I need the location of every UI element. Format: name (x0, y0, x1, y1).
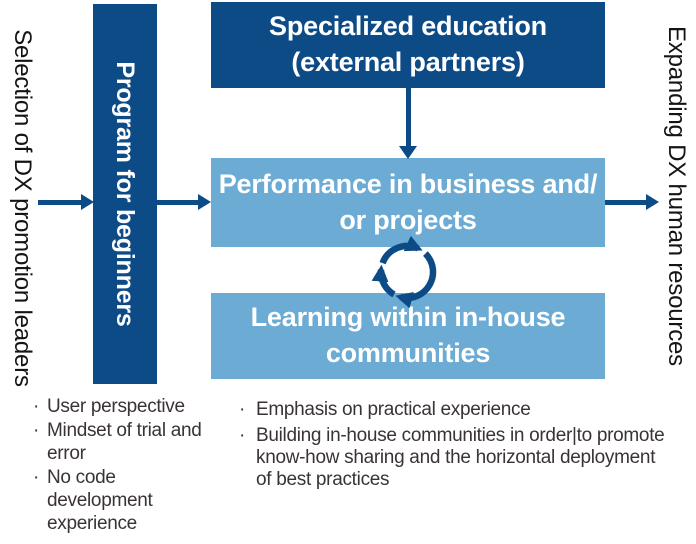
arrow-head-icon (646, 194, 659, 210)
list-line: Building in-house communities in order|t… (256, 425, 665, 446)
bullet-dot: · (33, 467, 40, 488)
arrow-shaft (157, 199, 199, 205)
cycle-arrows-icon (371, 235, 437, 309)
list-item: · Building in-house communities in order… (239, 425, 691, 491)
arrow-bar-to-performance (157, 194, 211, 210)
arrow-specialized-to-performance (399, 88, 417, 159)
list-line: Emphasis on practical experience (256, 399, 531, 420)
arrow-shaft (605, 199, 647, 205)
arrow-head-icon (81, 194, 94, 210)
arrow-shaft (405, 88, 411, 147)
arrow-shaft (38, 199, 82, 205)
list-line: experience (47, 513, 137, 534)
box-label-line: communities (325, 338, 491, 368)
arrow-selection-to-bar (38, 194, 94, 210)
bullet-dot: · (239, 425, 246, 446)
arrow-head-icon (198, 194, 211, 210)
box-label-line: Performance in business and/ (218, 168, 598, 199)
list-item: · User perspective (33, 395, 248, 418)
list-line: No code (47, 467, 116, 488)
arrow-head-icon (399, 146, 417, 159)
middle-bullet-list: · Emphasis on practical experience · Bui… (239, 399, 691, 495)
bullet-dot: · (33, 396, 40, 417)
beginners-program-bar (93, 4, 157, 384)
bullet-dot: · (239, 399, 246, 420)
list-line: error (47, 443, 86, 464)
list-item: · Emphasis on practical experience (239, 399, 691, 421)
arrow-performance-to-expanding (605, 194, 659, 210)
list-item: · Mindset of trial and error (33, 419, 248, 465)
list-line: Mindset of trial and (47, 420, 202, 441)
box-label-line: Specialized education (269, 11, 547, 42)
beginners-program-bar-label: Program for beginners (111, 61, 140, 327)
list-line: User perspective (47, 396, 185, 417)
box-label-line: or projects (339, 204, 477, 235)
specialized-education-box: Specialized education (external partners… (211, 2, 605, 88)
list-line: of best practices (256, 469, 390, 490)
left-axis-label: Selection of DX promotion leaders (9, 29, 36, 387)
list-line: development (47, 490, 153, 511)
right-axis-label: Expanding DX human resources (663, 26, 690, 366)
box-label-line: (external partners) (291, 47, 525, 77)
left-bullet-list: · User perspective · Mindset of trial an… (33, 395, 248, 536)
bullet-dot: · (33, 420, 40, 441)
performance-box: Performance in business and/ or projects (211, 158, 605, 247)
list-line: know-how sharing and the horizontal depl… (256, 447, 656, 468)
list-item: · No code development experience (33, 466, 248, 535)
